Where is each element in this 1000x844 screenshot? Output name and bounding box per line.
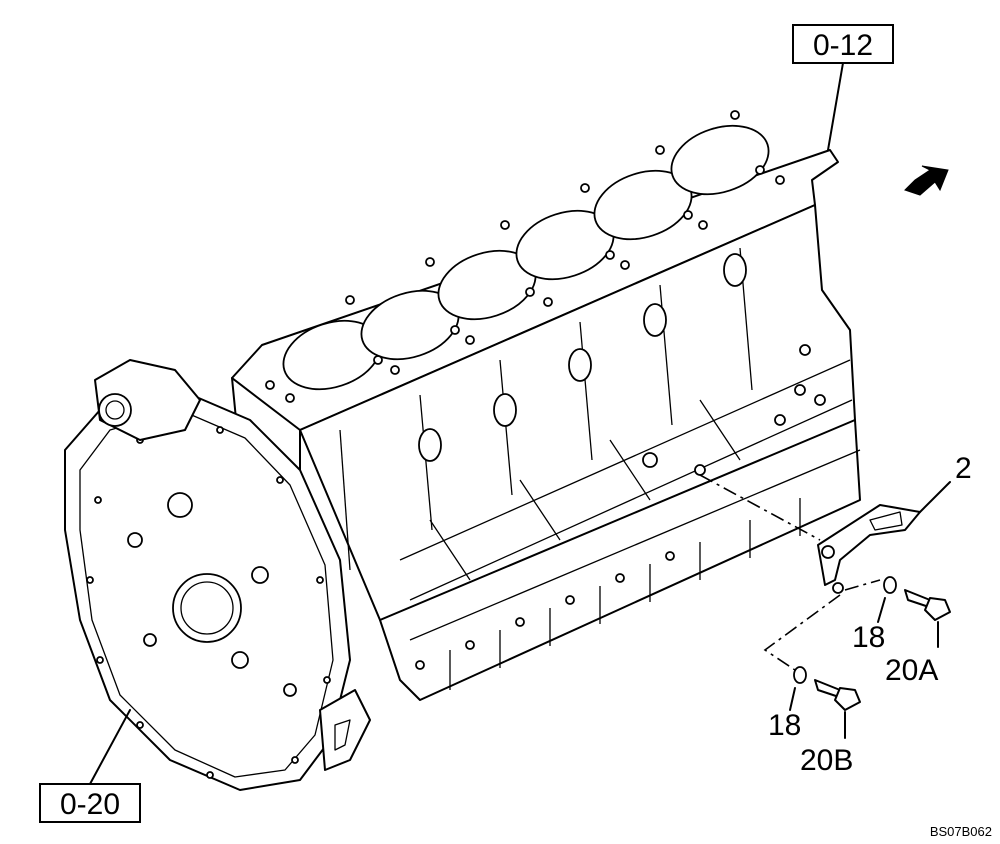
lower-fastener-set: 18 20B [763, 594, 861, 777]
upper-fastener-set: 18 20A [844, 576, 951, 687]
callout-2: 2 [955, 452, 972, 485]
drawing-code: BS07B062 [930, 824, 992, 839]
callout-18-lower: 18 [768, 709, 801, 742]
flywheel-housing [64, 359, 371, 791]
ref-box-flywheel-housing: 0-20 [39, 709, 141, 823]
cylinder-bores [282, 124, 770, 391]
bracket-assembly: 2 [699, 452, 972, 594]
deck-holes [265, 110, 785, 403]
arrow-icon [904, 165, 949, 196]
engine-block [231, 110, 861, 701]
ref-label-0-12: 0-12 [813, 29, 873, 62]
callout-20B: 20B [800, 744, 853, 777]
block-side-details [339, 247, 853, 601]
ref-box-cylinder-head: 0-12 [792, 24, 894, 151]
oil-pan-rail [409, 449, 861, 690]
callout-18-upper: 18 [852, 621, 885, 654]
callout-20A: 20A [885, 654, 938, 687]
ref-label-0-20: 0-20 [60, 788, 120, 821]
